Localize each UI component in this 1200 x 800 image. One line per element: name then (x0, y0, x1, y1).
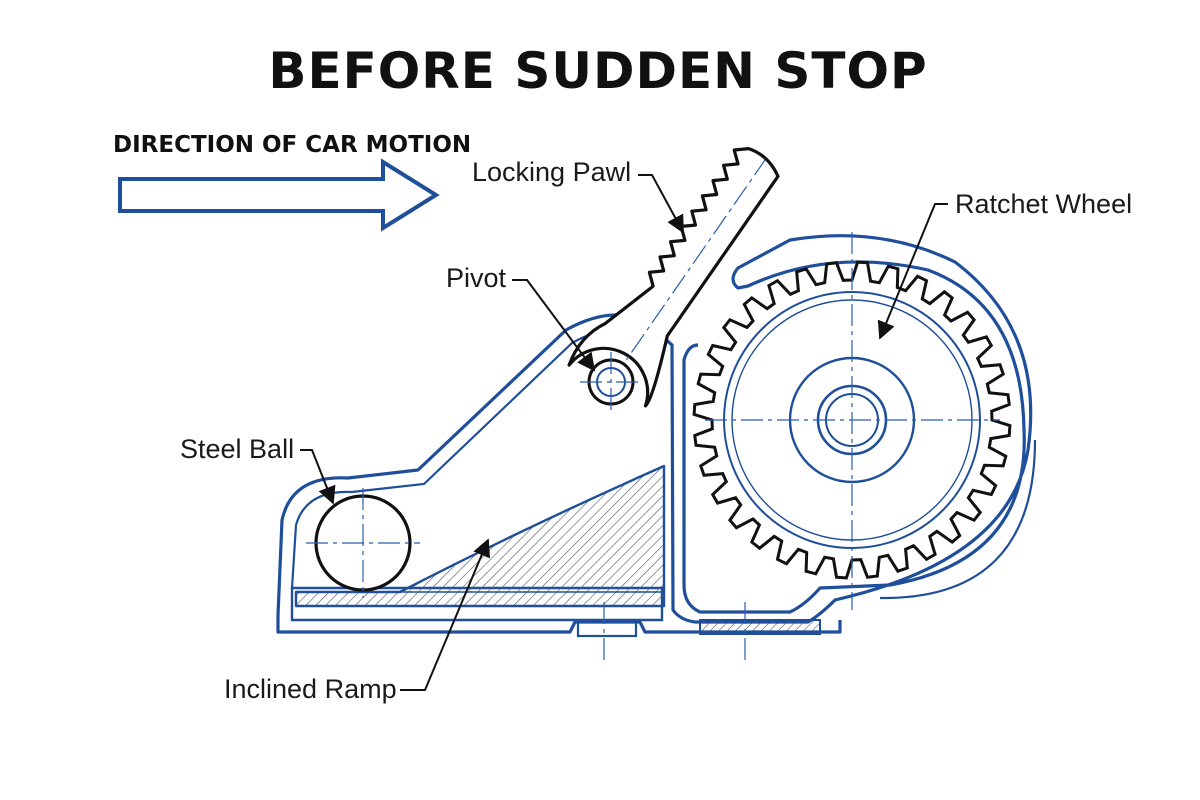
label-inclined-ramp: Inclined Ramp (224, 674, 397, 704)
direction-label: DIRECTION OF CAR MOTION (113, 132, 471, 158)
leader-inclined-ramp (400, 538, 491, 691)
pawl-body (567, 147, 780, 408)
inclined-ramp (294, 464, 666, 608)
label-locking-pawl: Locking Pawl (472, 157, 631, 187)
diagram-title: BEFORE SUDDEN STOP (268, 42, 927, 100)
pivot (580, 352, 642, 412)
leader-pivot (512, 279, 596, 372)
housing (276, 234, 1037, 638)
base-lug (576, 620, 638, 638)
label-pivot: Pivot (446, 263, 507, 293)
leader-steel-ball (300, 449, 336, 505)
steel-ball (306, 488, 420, 598)
pawl-centerline (610, 159, 766, 383)
locking-pawl (567, 147, 780, 408)
label-ratchet-wheel: Ratchet Wheel (955, 189, 1132, 219)
base-hatched-strip (699, 619, 821, 635)
label-steel-ball: Steel Ball (180, 434, 294, 464)
leader-locking-pawl (638, 174, 684, 234)
leader-ratchet-wheel (877, 203, 948, 340)
direction-arrow (118, 158, 440, 232)
ratchet-wheel (692, 232, 1012, 610)
